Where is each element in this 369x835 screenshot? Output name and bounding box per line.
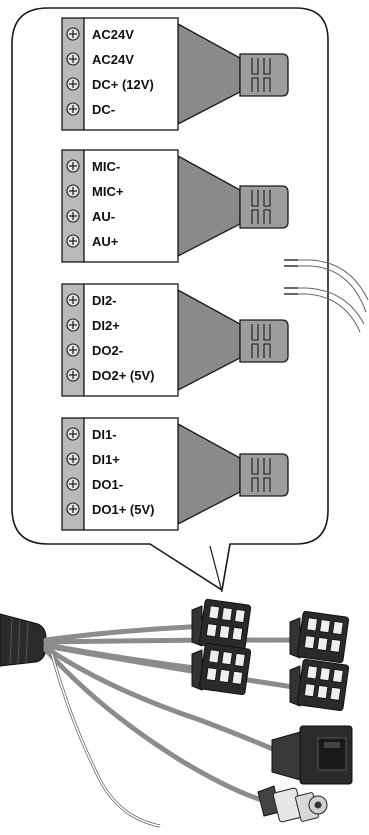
terminal-block-3: DI2- DI2+ DO2- DO2+ (5V) [61, 283, 289, 397]
pin-label: AU- [92, 209, 115, 224]
cable-to-upper-right-terminal [43, 637, 303, 645]
pin-label: MIC- [92, 159, 120, 174]
screw-terminal-icon [66, 427, 80, 441]
screw-terminal-icon [66, 27, 80, 41]
pin-label: DO2- [92, 343, 123, 358]
pin-label-panel [83, 149, 179, 263]
terminal-connector-icon [289, 658, 350, 712]
terminal-blocks: AC24V AC24V DC+ (12V) DC- MIC- MIC+ AU- AU+ DI2-… [61, 17, 289, 531]
rj45-connector-icon [271, 725, 353, 785]
pin-label-panel [83, 417, 179, 531]
pin-label-panel [83, 283, 179, 397]
cable-assembly [0, 598, 353, 828]
terminal-connector-icon [191, 598, 252, 652]
pin-label: AC24V [92, 27, 134, 42]
screw-terminal-icon [66, 343, 80, 357]
screw-terminal-icon [66, 293, 80, 307]
screw-terminal-icon [66, 184, 80, 198]
bnc-connector-icon [257, 785, 328, 823]
screw-terminal-icon [66, 52, 80, 66]
screw-terminal-icon [66, 77, 80, 91]
cable-plug-icon [0, 613, 47, 667]
loose-wire-tips [284, 259, 298, 295]
screw-terminal-icon [66, 318, 80, 332]
screw-terminal-icon [66, 209, 80, 223]
pin-label: DI1- [92, 427, 117, 442]
pin-label: DO1- [92, 477, 123, 492]
pin-label-panel [83, 17, 179, 131]
terminal-connector-icon [289, 610, 350, 664]
pin-label: AC24V [92, 52, 134, 67]
cable-to-upper-terminal [43, 623, 213, 643]
cable-to-bnc [43, 647, 265, 803]
pin-label: DO1+ (5V) [92, 502, 155, 517]
screw-terminal-icon [66, 452, 80, 466]
terminal-block-1: AC24V AC24V DC+ (12V) DC- [61, 17, 289, 131]
pin-label: MIC+ [92, 184, 124, 199]
pin-label: DC- [92, 102, 115, 117]
pin-label: DI2+ [92, 318, 120, 333]
screw-terminal-icon [66, 159, 80, 173]
cable-to-lower-right-terminal [43, 643, 303, 691]
pin-label: DO2+ (5V) [92, 368, 155, 383]
pin-label: DC+ (12V) [92, 77, 154, 92]
pin-label: DI1+ [92, 452, 120, 467]
loose-wires [284, 259, 369, 333]
screw-terminal-icon [66, 234, 80, 248]
terminal-connector-icon [191, 642, 252, 696]
terminal-block-4: DI1- DI1+ DO1- DO1+ (5V) [61, 417, 289, 531]
cable-to-rj45 [43, 645, 283, 755]
pin-label: AU+ [92, 234, 119, 249]
terminal-block-2: MIC- MIC+ AU- AU+ [61, 149, 289, 263]
screw-terminal-icon [66, 477, 80, 491]
screw-terminal-icon [66, 502, 80, 516]
callout-pointer-line [209, 545, 223, 593]
pin-label: DI2- [92, 293, 117, 308]
screw-terminal-icon [66, 368, 80, 382]
screw-terminal-icon [66, 102, 80, 116]
